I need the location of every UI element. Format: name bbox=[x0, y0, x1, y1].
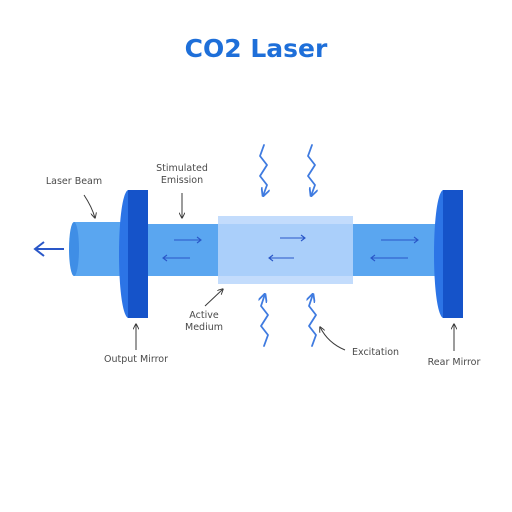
excitation-pointer bbox=[320, 327, 346, 351]
output-mirror bbox=[119, 190, 148, 318]
label-excitation: Excitation bbox=[352, 347, 399, 358]
label-output-mirror: Output Mirror bbox=[104, 354, 168, 365]
label-active-medium-line2: Medium bbox=[185, 322, 223, 333]
diagram-title: CO2 Laser bbox=[185, 34, 328, 63]
excitation-waves bbox=[260, 144, 316, 347]
label-pointers bbox=[83, 193, 454, 351]
laser-beam-pointer bbox=[83, 194, 95, 218]
label-laser-beam: Laser Beam bbox=[46, 176, 102, 187]
label-stimulated-emission-line1: Stimulated bbox=[156, 163, 208, 174]
rear-mirror bbox=[434, 190, 463, 318]
laser-output-arrow bbox=[33, 241, 64, 257]
internal-photon-arrows bbox=[162, 234, 419, 262]
label-rear-mirror: Rear Mirror bbox=[428, 357, 481, 368]
label-stimulated-emission-line2: Emission bbox=[161, 175, 203, 186]
output-beam bbox=[69, 222, 124, 276]
active-medium-pointer bbox=[204, 289, 223, 307]
label-active-medium-line1: Active bbox=[189, 310, 219, 321]
active-medium-region bbox=[218, 216, 353, 284]
